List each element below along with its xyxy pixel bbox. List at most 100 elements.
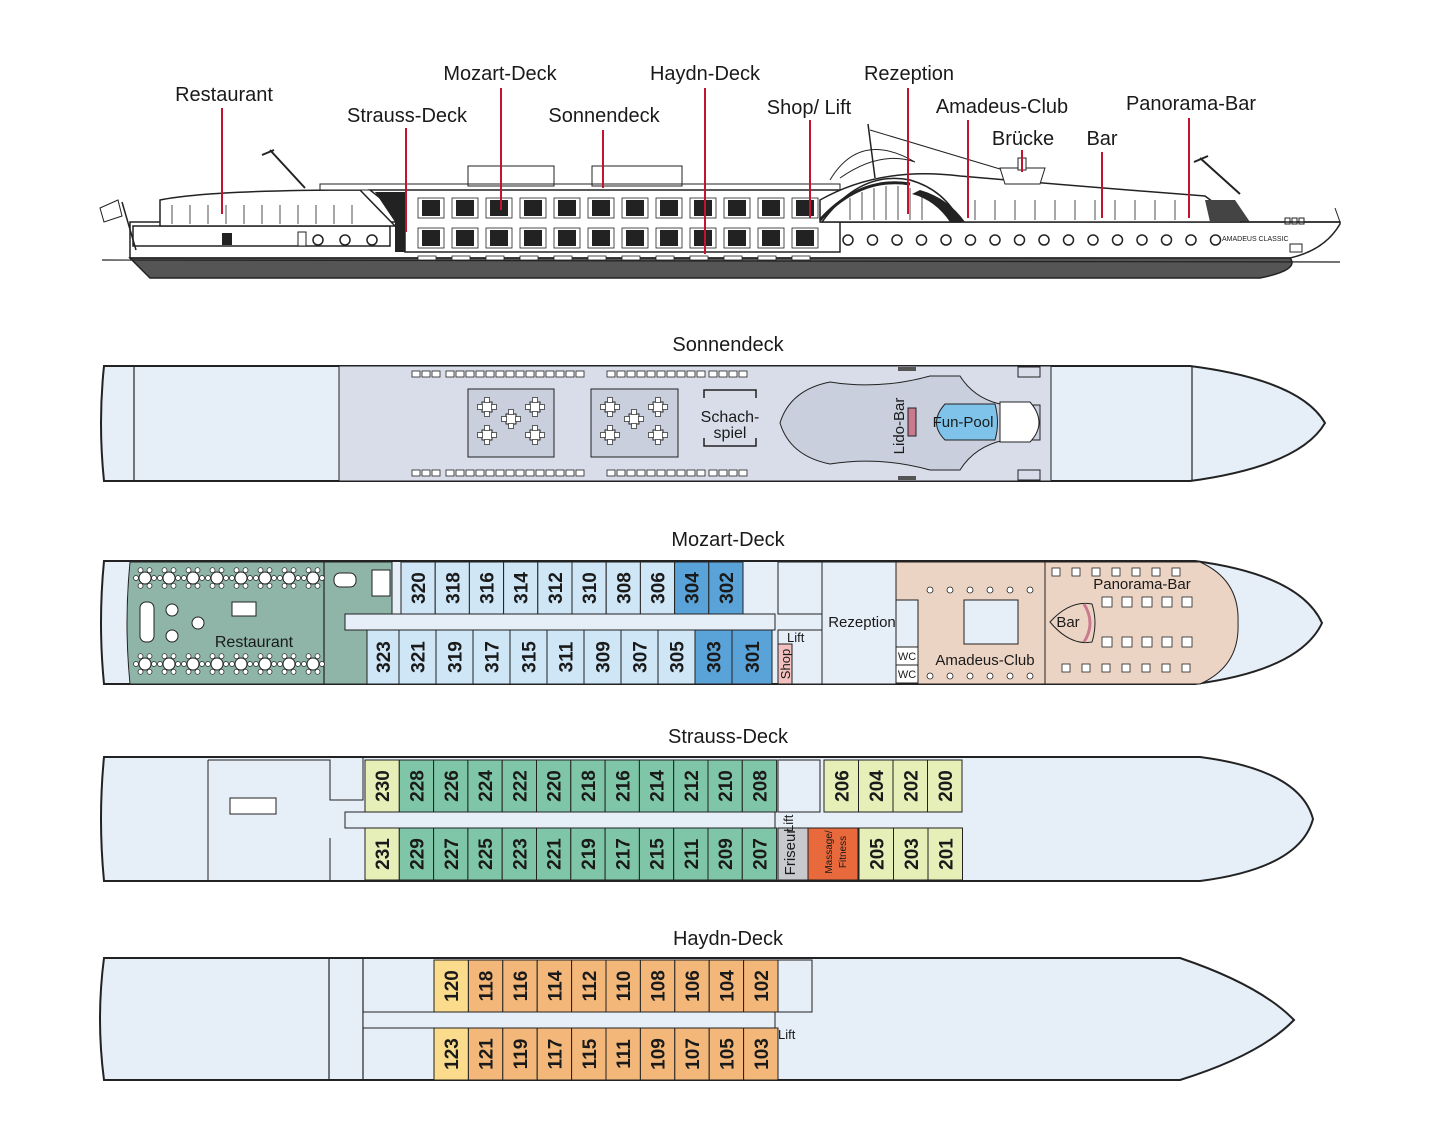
label-bruecke: Brücke	[992, 128, 1054, 150]
panorama-bar-area	[1044, 561, 1239, 685]
cabin-number: 215	[648, 838, 669, 870]
cabin-219[interactable]	[570, 827, 606, 881]
cabin-103[interactable]	[743, 1027, 779, 1081]
cabin-number: 118	[477, 971, 498, 1002]
cabin-301[interactable]	[731, 629, 773, 685]
haydn-title: Haydn-Deck	[673, 928, 784, 950]
cabin-211[interactable]	[673, 827, 709, 881]
cabin-number: 112	[580, 971, 601, 1002]
cabin-222[interactable]	[501, 759, 538, 813]
cabin-212[interactable]	[673, 759, 709, 813]
cabin-204[interactable]	[858, 759, 894, 813]
deck-chairs	[411, 370, 748, 477]
cabin-216[interactable]	[604, 759, 640, 813]
cabin-200[interactable]	[927, 759, 963, 813]
cabin-320[interactable]	[400, 561, 436, 615]
cabin-228[interactable]	[398, 759, 435, 813]
cabin-209[interactable]	[707, 827, 743, 881]
rezeption-label: Rezeption	[828, 614, 896, 631]
panorama-bar-label: Panorama-Bar	[1093, 576, 1191, 593]
cabin-303[interactable]	[694, 629, 733, 685]
label-bar: Bar	[1086, 128, 1117, 150]
cabin-number: 121	[477, 1038, 498, 1070]
cabin-230[interactable]	[364, 759, 400, 813]
restaurant-label: Restaurant	[215, 634, 294, 651]
cabin-223[interactable]	[501, 827, 538, 881]
cabin-203[interactable]	[893, 827, 929, 881]
cabin-number: 120	[442, 970, 463, 1002]
cabin-310[interactable]	[571, 561, 607, 615]
cabin-105[interactable]	[708, 1027, 745, 1081]
mozart-lift-label: Lift	[787, 630, 805, 645]
cabin-321[interactable]	[398, 629, 437, 685]
cabin-323[interactable]	[366, 629, 400, 685]
cabin-number: 109	[649, 1038, 670, 1070]
cabin-123[interactable]	[433, 1027, 469, 1081]
shop-label: Shop	[778, 649, 793, 679]
cabin-number: 316	[478, 572, 499, 604]
cabin-number: 321	[409, 641, 430, 673]
cabin-311[interactable]	[546, 629, 585, 685]
hull-bottom	[128, 257, 1293, 279]
cabin-number: 110	[614, 971, 635, 1002]
wc-label-2: WC	[898, 669, 916, 681]
cabin-111[interactable]	[605, 1027, 641, 1081]
sonnendeck-title: Sonnendeck	[672, 334, 784, 356]
label-strauss-deck: Strauss-Deck	[347, 105, 468, 127]
cabin-205[interactable]	[858, 827, 894, 881]
cabin-number: 231	[373, 838, 394, 870]
cabin-214[interactable]	[638, 759, 675, 813]
cabin-114[interactable]	[536, 959, 573, 1013]
sonnendeck-plan: Sonnendeck Schach- spiel Lido-Bar Fun-Po…	[100, 334, 1327, 482]
club-chairs	[926, 567, 1193, 680]
cabin-number: 303	[705, 641, 726, 673]
cabin-number: 306	[649, 572, 670, 604]
cabin-309[interactable]	[583, 629, 622, 685]
cabin-110[interactable]	[605, 959, 641, 1013]
cabin-115[interactable]	[571, 1027, 607, 1081]
cabin-121[interactable]	[467, 1027, 504, 1081]
cabin-226[interactable]	[433, 759, 469, 813]
cabin-108[interactable]	[639, 959, 676, 1013]
cabin-number: 119	[511, 1039, 532, 1070]
cabin-210[interactable]	[707, 759, 743, 813]
cabin-number: 227	[442, 838, 463, 870]
cabin-109[interactable]	[639, 1027, 676, 1081]
cabin-number: 228	[407, 770, 428, 802]
label-sonnendeck: Sonnendeck	[548, 105, 660, 127]
cabin-207[interactable]	[741, 827, 778, 881]
cabin-number: 211	[682, 838, 703, 869]
cabin-number: 206	[832, 770, 853, 802]
bar-label: Bar	[1056, 614, 1079, 631]
cabin-218[interactable]	[570, 759, 606, 813]
cabin-107[interactable]	[674, 1027, 710, 1081]
cabin-118[interactable]	[467, 959, 504, 1013]
ship-side-view: AMADEUS CLASSIC Restaurant Strauss-Deck …	[99, 63, 1341, 279]
cabin-202[interactable]	[892, 759, 928, 813]
cabin-number: 214	[648, 770, 669, 802]
restaurant-area	[126, 561, 393, 685]
cabin-307[interactable]	[620, 629, 659, 685]
cabin-306[interactable]	[639, 561, 676, 615]
cabin-104[interactable]	[708, 959, 745, 1013]
cabin-314[interactable]	[503, 561, 539, 615]
cabin-119[interactable]	[502, 1027, 538, 1081]
cabin-229[interactable]	[398, 827, 435, 881]
cabin-302[interactable]	[708, 561, 744, 615]
cabin-227[interactable]	[433, 827, 469, 881]
cabin-201[interactable]	[927, 827, 963, 881]
cabin-208[interactable]	[741, 759, 778, 813]
cabin-304[interactable]	[674, 561, 710, 615]
cabin-number: 224	[476, 770, 497, 802]
cabin-231[interactable]	[364, 827, 400, 881]
cabin-220[interactable]	[536, 759, 572, 813]
cabin-number: 108	[649, 970, 670, 1002]
cabin-305[interactable]	[657, 629, 696, 685]
cabin-number: 230	[373, 770, 394, 802]
cabin-225[interactable]	[467, 827, 503, 881]
cabin-221[interactable]	[536, 827, 572, 881]
cabin-number: 320	[409, 572, 430, 604]
cabin-308[interactable]	[605, 561, 641, 615]
cabin-206[interactable]	[823, 759, 859, 813]
